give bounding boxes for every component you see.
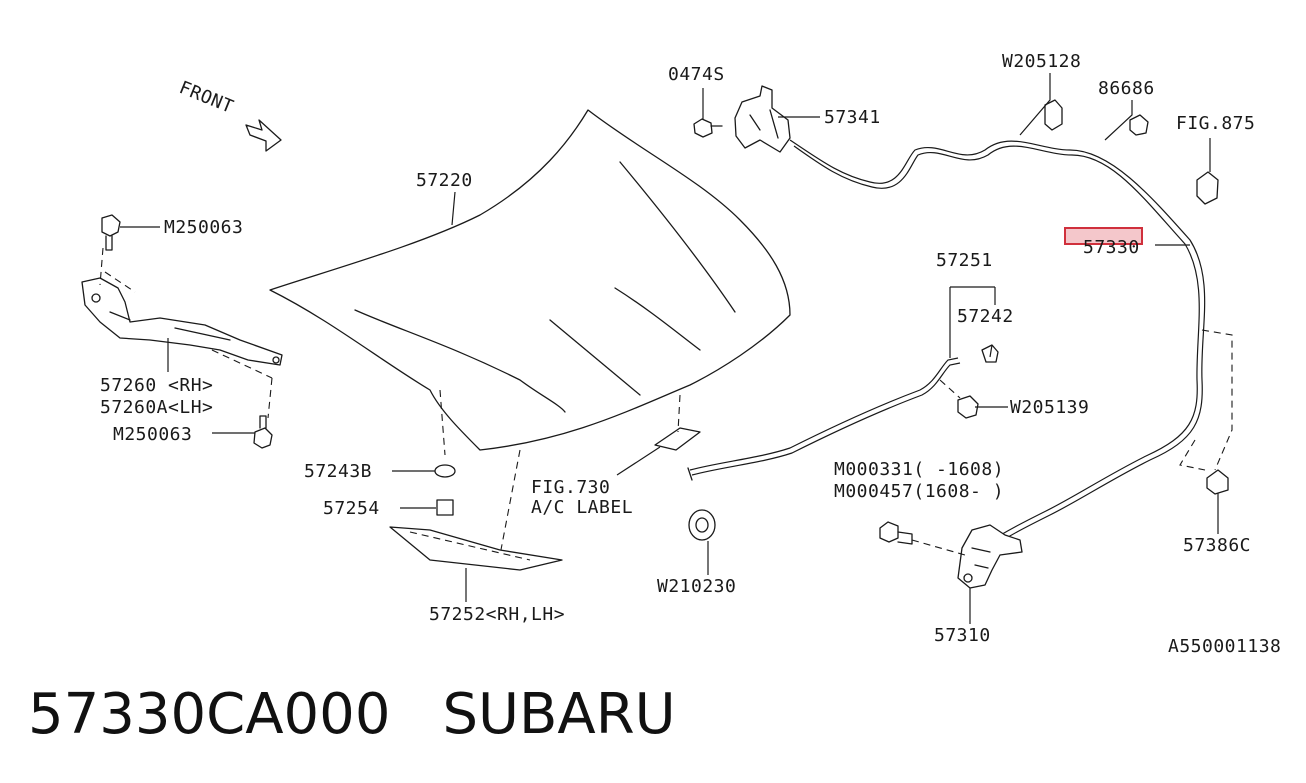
part-number: 57330CA000 (28, 682, 391, 747)
label-ac-label: A/C LABEL (531, 497, 633, 518)
label-57242: 57242 (957, 306, 1014, 327)
label-57220: 57220 (416, 170, 473, 191)
label-ref-code: A550001138 (1168, 636, 1281, 657)
hood-lock-assembly (879, 521, 1023, 589)
front-indicator: FRONT (176, 77, 282, 152)
part-number-footer: 57330CA000 SUBARU (28, 682, 676, 747)
part-labels: 0474S 57341 W205128 86686 FIG.875 57330 … (100, 51, 1281, 657)
label-57260a: 57260A<LH> (100, 397, 213, 418)
label-86686: 86686 (1098, 78, 1155, 99)
label-57243b: 57243B (304, 461, 372, 482)
label-m000457: M000457(1608- ) (834, 481, 1004, 502)
cable-clip-icon (1044, 99, 1063, 131)
hood-lock-bracket (693, 85, 791, 153)
label-57341: 57341 (824, 107, 881, 128)
label-fig875: FIG.875 (1176, 113, 1255, 134)
bolt-icon (879, 521, 899, 543)
cable-clip-icon (1196, 171, 1219, 205)
label-57310: 57310 (934, 625, 991, 646)
brand-name: SUBARU (442, 682, 676, 747)
buffer-57243b (434, 464, 456, 478)
hood-seal (389, 526, 563, 571)
label-w210230: W210230 (657, 576, 736, 597)
front-label: FRONT (176, 77, 236, 118)
label-m000331: M000331( -1608) (834, 459, 1004, 480)
label-57252: 57252<RH,LH> (429, 604, 565, 625)
hood-panel (269, 109, 791, 556)
label-57260: 57260 <RH> (100, 375, 213, 396)
clip-icon (957, 395, 979, 419)
label-57330[interactable]: 57330 (1083, 237, 1140, 258)
clip-icon (1206, 469, 1229, 495)
leader-lines (120, 73, 1219, 624)
hood-release-cable (789, 139, 1206, 549)
ac-label-plate (654, 427, 701, 451)
label-57251: 57251 (936, 250, 993, 271)
front-arrow-icon (245, 119, 282, 152)
buffer-57254 (436, 499, 454, 516)
label-57386c: 57386C (1183, 535, 1251, 556)
label-m250063-bottom: M250063 (113, 424, 192, 445)
highlight-box (1064, 227, 1143, 245)
label-57254: 57254 (323, 498, 380, 519)
bolt-icon (253, 427, 273, 449)
label-m250063-top: M250063 (164, 217, 243, 238)
bolt-icon (101, 214, 121, 237)
label-w205139: W205139 (1010, 397, 1089, 418)
cable-clip-icon (1129, 114, 1149, 136)
label-fig730: FIG.730 (531, 477, 610, 498)
hood-hinge-left (81, 214, 283, 449)
label-w205128: W205128 (1002, 51, 1081, 72)
grommet (688, 509, 716, 541)
label-0474s: 0474S (668, 64, 725, 85)
bolt-icon (693, 118, 713, 138)
